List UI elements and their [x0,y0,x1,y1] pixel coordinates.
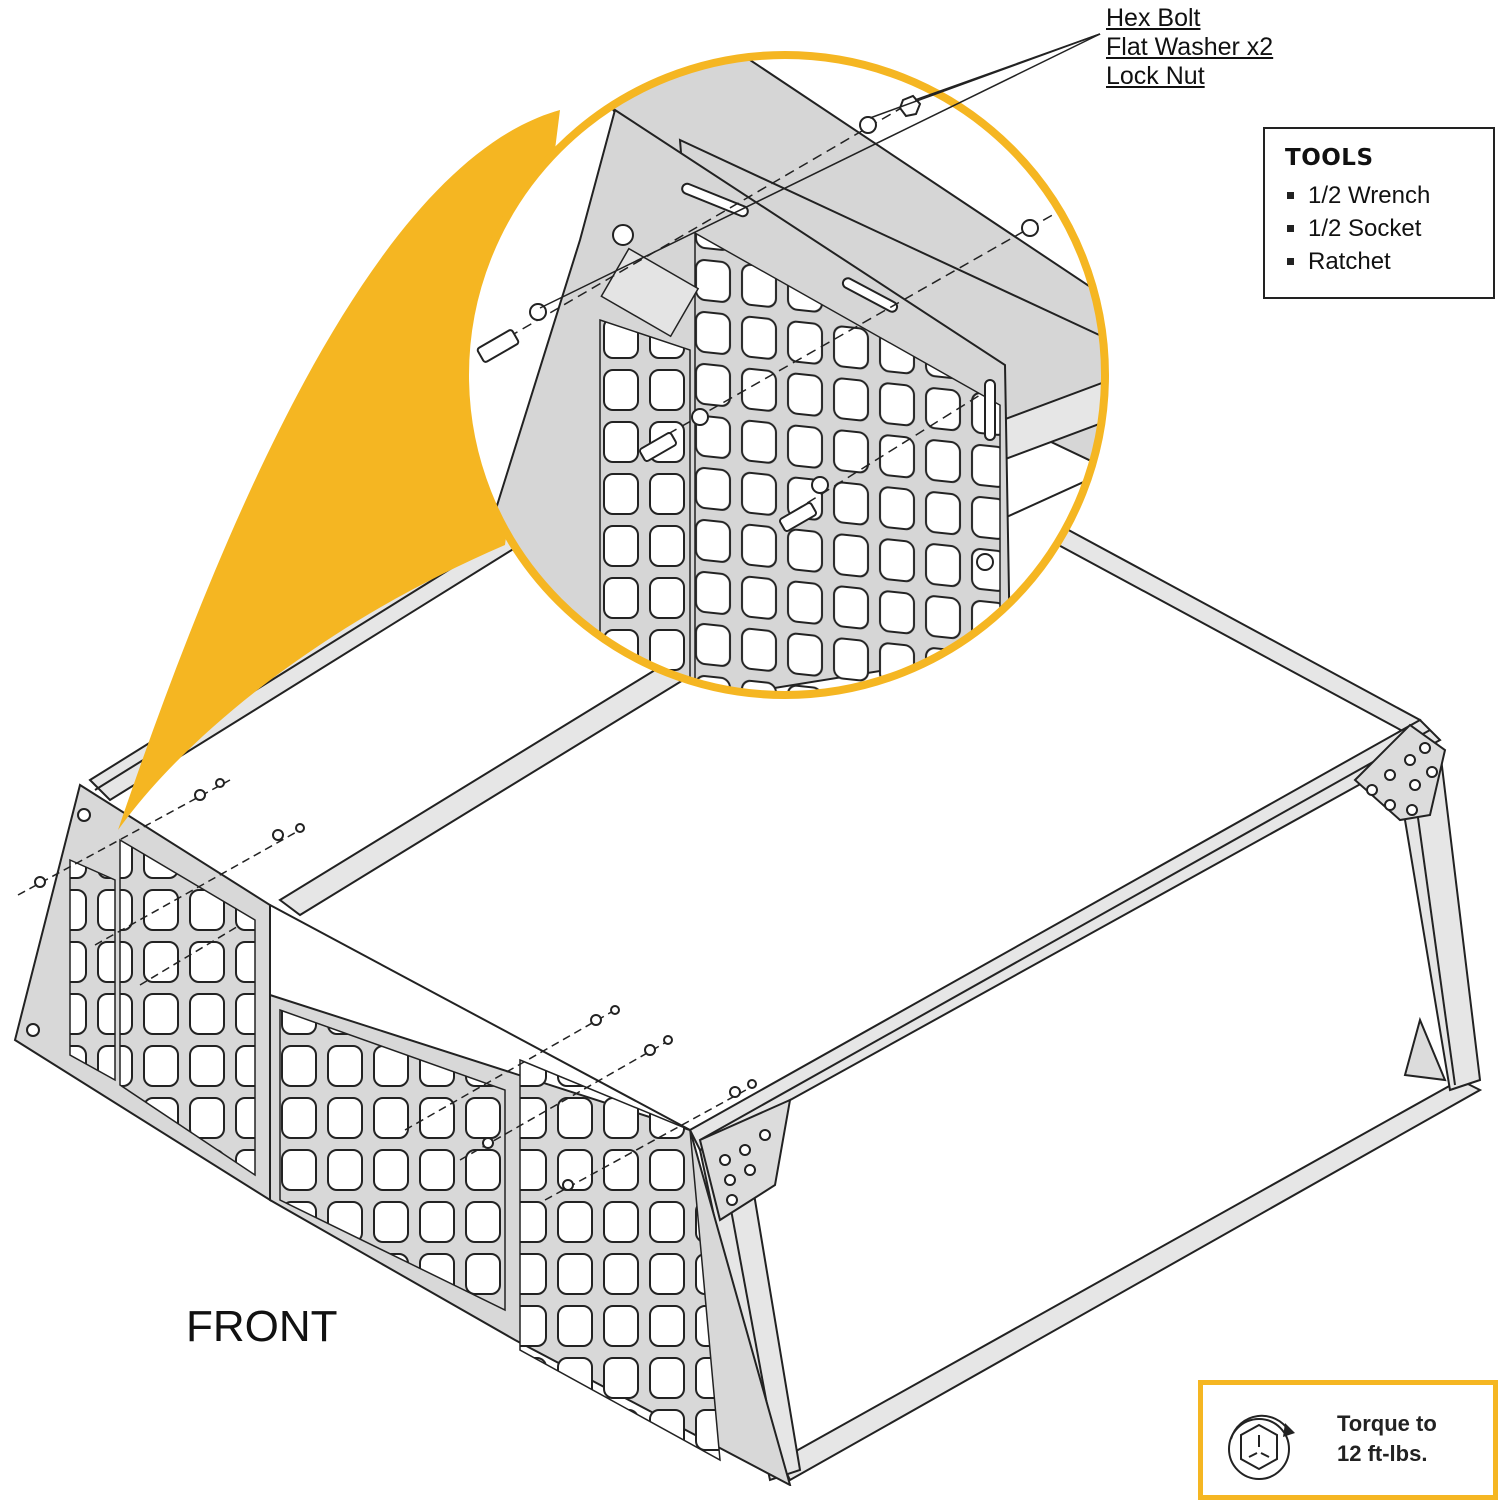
torque-wrench-icon [1228,1414,1295,1480]
front-view-label: FRONT [186,1302,338,1351]
torque-spec: Torque to 12 ft-lbs. [1337,1409,1437,1469]
main-washers [34,778,757,1191]
callout-cone [118,110,560,830]
front-panel [269,904,792,1486]
flat-washer-label: Flat Washer x2 [1106,33,1274,61]
tools-title: TOOLS [1285,145,1374,171]
magnified-view [465,55,1105,695]
rack-frame [88,498,1483,1482]
lock-nut-label: Lock Nut [1106,62,1205,90]
gusset-bolts [719,742,1438,1206]
hex-bolt-label: Hex Bolt [1106,4,1201,32]
callout-leaders [539,33,1101,309]
torque-line1: Torque to [1337,1411,1437,1436]
tools-box: TOOLS 1/2 Wrench 1/2 Socket Ratchet [1263,127,1495,299]
tool-item: 1/2 Socket [1285,212,1493,245]
tools-list: 1/2 Wrench 1/2 Socket Ratchet [1285,179,1493,278]
tool-item: 1/2 Wrench [1285,179,1493,212]
torque-box: Torque to 12 ft-lbs. [1198,1380,1498,1500]
magnifier-ring [461,51,1109,699]
torque-line2: 12 ft-lbs. [1337,1441,1428,1466]
main-hardware [17,779,756,1201]
left-side-panel [13,783,271,1202]
tool-item: Ratchet [1285,245,1493,278]
hardware-callout: Hex Bolt Flat Washer x2 Lock Nut [1106,4,1273,91]
